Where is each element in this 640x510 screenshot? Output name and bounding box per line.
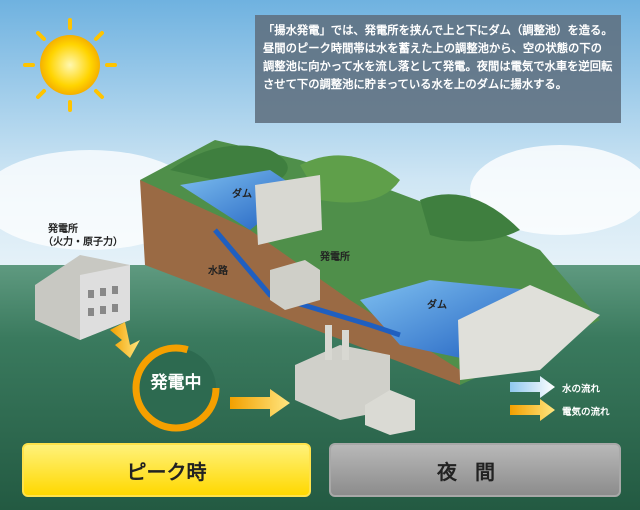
water-flow-arrow-icon xyxy=(510,376,555,398)
thermal-plant-label: 発電所 xyxy=(48,224,78,235)
thermal-plant-sublabel: （火力・原子力） xyxy=(43,237,123,248)
electric-flow-arrow-icon xyxy=(510,399,555,421)
lower-dam-label: ダム xyxy=(427,300,447,311)
sun-icon xyxy=(23,18,117,112)
generating-ring xyxy=(132,344,220,432)
waterway-label: 水路 xyxy=(208,266,228,277)
legend-electric-flow: 電気の流れ xyxy=(562,407,610,418)
generating-label: 発電中 xyxy=(150,373,202,393)
upper-dam-label: ダム xyxy=(232,189,252,200)
night-time-button[interactable]: 夜間 xyxy=(329,443,621,497)
description-box: 「揚水発電」では、発電所を挟んで上と下にダム（調整池）を造る。昼間のピーク時間帯… xyxy=(255,15,621,123)
peak-time-button[interactable]: ピーク時 xyxy=(22,443,311,497)
power-station-label: 発電所 xyxy=(320,252,350,263)
legend-water-flow: 水の流れ xyxy=(562,384,601,395)
